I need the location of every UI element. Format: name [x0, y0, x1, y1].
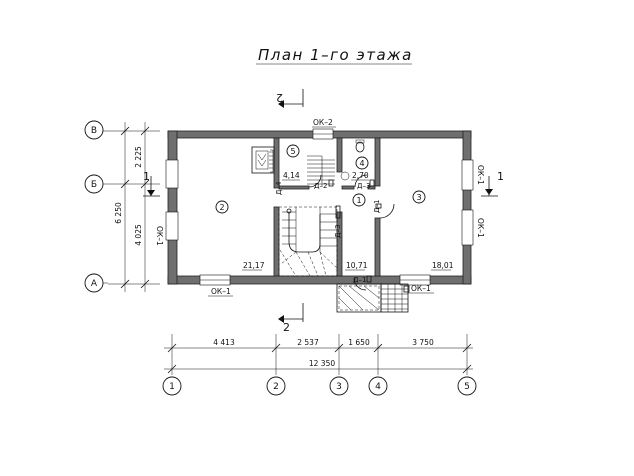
- window-label-right-lower: ОК–1: [476, 218, 485, 238]
- vertical-dimensions: 6 250 2 225 4 025: [108, 122, 160, 292]
- axis-label-v: В: [91, 126, 97, 136]
- axis-label-b: Б: [91, 180, 97, 190]
- door-label-d1: Д–1: [353, 276, 366, 284]
- section-1-left-label: 1: [143, 170, 150, 183]
- room-number-2: 2: [219, 203, 224, 212]
- section-2-top-label: 2: [276, 91, 283, 104]
- axis-label-a: А: [91, 279, 98, 289]
- window-label-top: ОК–2: [313, 118, 333, 127]
- svg-text:Д–3: Д–3: [334, 225, 342, 238]
- section-1-cut: 1 1: [143, 170, 504, 197]
- window-label-right-upper: ОК–1: [476, 165, 485, 185]
- window-label-bottom-right: ОК–1: [411, 284, 431, 293]
- axis-label-1: 1: [169, 382, 175, 392]
- section-2-cut: 2 2: [276, 89, 304, 334]
- room-area-5: 4,14: [283, 171, 300, 180]
- axis-label-3: 3: [336, 382, 342, 392]
- door-label-d2: Д–2: [314, 182, 327, 190]
- dim-vertical-lower: 4 025: [134, 224, 143, 246]
- window-label-left: ОК–1: [155, 226, 164, 246]
- axis-label-4: 4: [375, 382, 381, 392]
- horizontal-dimensions: 4 413 2 537 1 650 3 750 12 350: [164, 334, 473, 375]
- section-2-bottom-label: 2: [283, 321, 290, 334]
- dim-seg-1: 4 413: [213, 338, 235, 347]
- dim-vertical-total: 6 250: [114, 202, 123, 224]
- dim-seg-2: 2 537: [297, 338, 319, 347]
- door-label-d1-side: Д–1: [373, 200, 381, 213]
- axis-label-5: 5: [464, 382, 470, 392]
- outer-walls: [167, 130, 472, 285]
- axis-numbers: 1 2 3 4 5: [162, 376, 477, 396]
- axis-letters: В Б А: [84, 120, 108, 293]
- room-area-1: 10,71: [346, 261, 368, 270]
- section-1-right-label: 1: [497, 170, 504, 183]
- room-area-4: 2,70: [352, 171, 369, 180]
- doors: [308, 174, 395, 291]
- dim-seg-3: 1 650: [348, 338, 370, 347]
- room-number-4: 4: [359, 159, 364, 168]
- dim-total: 12 350: [309, 359, 335, 368]
- door-label-d3: Д–3: [357, 182, 370, 190]
- svg-text:Д–4: Д–4: [275, 181, 283, 195]
- axis-label-2: 2: [273, 382, 279, 392]
- interior-walls: [273, 137, 381, 277]
- room-areas: 4,14 2,70 10,71 21,17 18,01: [242, 171, 454, 271]
- window-label-bottom-left: ОК–1: [211, 287, 231, 296]
- dim-vertical-upper: 2 225: [134, 146, 143, 168]
- dim-seg-4: 3 750: [412, 338, 434, 347]
- windows: [165, 128, 474, 286]
- room-number-5: 5: [290, 147, 295, 156]
- main-staircase: Д–3: [278, 205, 342, 277]
- room-numbers: 5 4 1 2 3: [215, 144, 426, 214]
- plan-title: План 1–го этажа: [258, 46, 413, 64]
- entrance-porch: [336, 283, 410, 313]
- room-number-3: 3: [416, 193, 421, 202]
- boiler-equipment: [251, 146, 275, 174]
- toilet: [340, 139, 365, 181]
- room-area-2: 21,17: [243, 261, 265, 270]
- room-number-1: 1: [356, 196, 361, 205]
- room-area-3: 18,01: [432, 261, 454, 270]
